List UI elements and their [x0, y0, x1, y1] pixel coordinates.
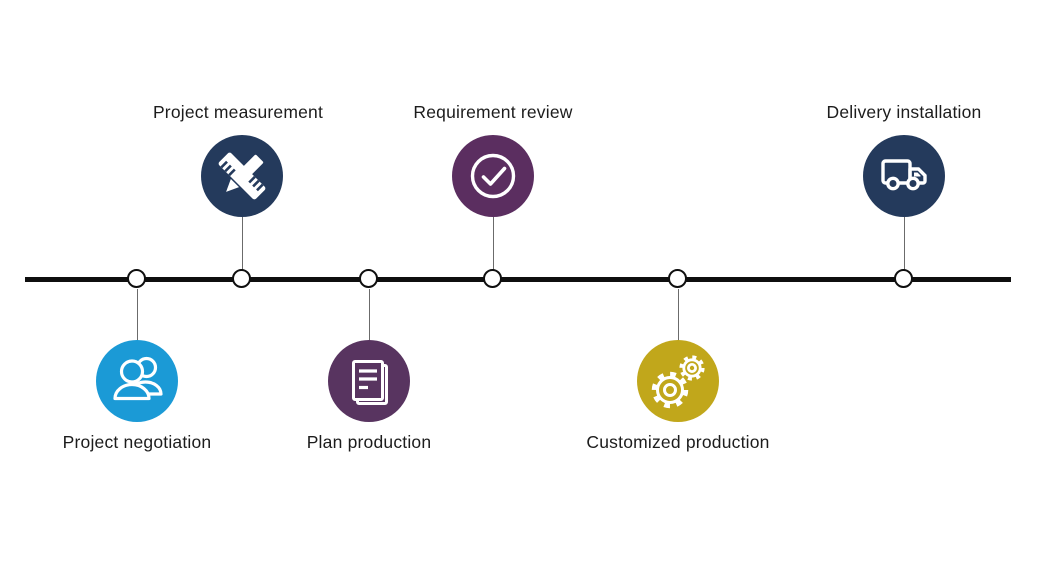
- document-icon: [352, 360, 388, 405]
- truck-icon: [881, 159, 927, 191]
- step-icon-circle: [637, 340, 719, 422]
- step-icon-circle: [863, 135, 945, 217]
- step-icon-circle: [328, 340, 410, 422]
- connector-line: [492, 216, 494, 270]
- check-icon: [470, 153, 516, 199]
- step-label: Project negotiation: [62, 432, 212, 452]
- connector-line: [241, 216, 243, 270]
- step-label: Requirement review: [413, 102, 573, 122]
- connector-line: [677, 289, 679, 341]
- connector-line: [136, 289, 138, 341]
- timeline-line: [25, 277, 1011, 282]
- ruler-pencil-icon: [218, 152, 266, 200]
- timeline-node: [232, 269, 251, 288]
- timeline-node: [668, 269, 687, 288]
- step-label: Delivery installation: [826, 102, 982, 122]
- timeline-node: [894, 269, 913, 288]
- people-icon: [113, 356, 163, 401]
- gears-icon: [651, 355, 705, 409]
- step-icon-circle: [96, 340, 178, 422]
- step-label: Plan production: [306, 432, 432, 452]
- connector-line: [903, 216, 905, 270]
- timeline-node: [359, 269, 378, 288]
- step-label: Project measurement: [152, 102, 324, 122]
- step-icon-circle: [452, 135, 534, 217]
- timeline-node: [127, 269, 146, 288]
- step-label: Customized production: [586, 432, 770, 452]
- step-icon-circle: [201, 135, 283, 217]
- connector-line: [368, 289, 370, 341]
- timeline-node: [483, 269, 502, 288]
